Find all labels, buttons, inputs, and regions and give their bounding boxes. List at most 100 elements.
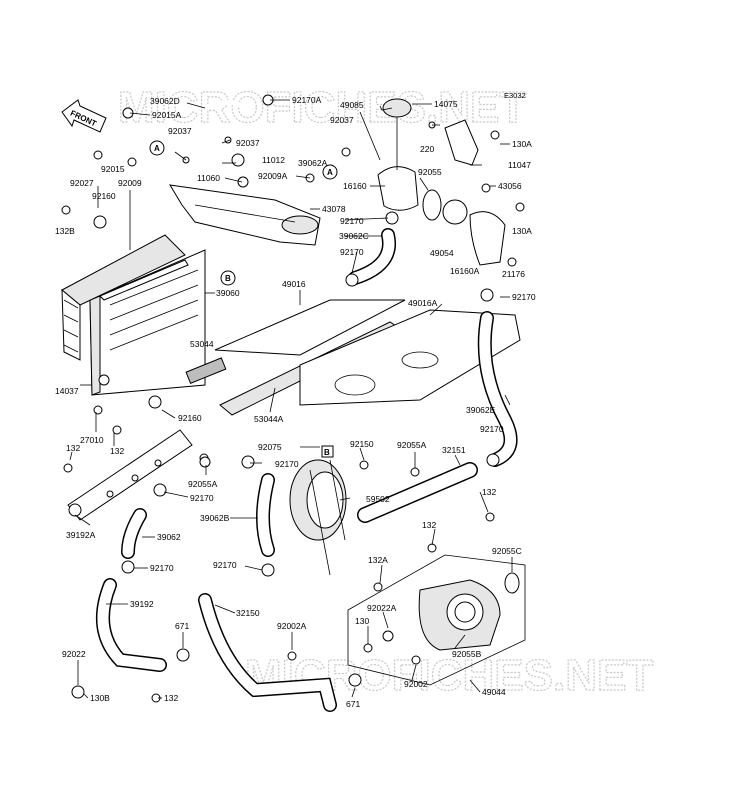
label-92022a: 92022A: [367, 603, 397, 613]
pipe-32151: [358, 463, 477, 522]
label-92160-a: 92160: [92, 191, 116, 201]
pipe-32150: [199, 594, 336, 711]
fitting-39192a: [67, 429, 193, 521]
label-92170a: 92170A: [292, 95, 322, 105]
plate-49016: [214, 299, 406, 356]
label-220: 220: [420, 144, 434, 154]
label-14037: 14037: [55, 386, 79, 396]
thermostat-cover: [442, 199, 506, 266]
label-130a-1: 130A: [512, 139, 532, 149]
label-92015a: 92015A: [152, 110, 182, 120]
label-671-2: 671: [346, 699, 360, 709]
label-132-3: 132: [482, 487, 496, 497]
reservoir-tank: [169, 184, 321, 246]
hose-39062: [122, 509, 146, 558]
svg-text:A: A: [327, 168, 333, 177]
label-132-4: 132: [422, 520, 436, 530]
hose-39062e: [479, 312, 517, 466]
label-92055a-1: 92055A: [397, 440, 427, 450]
label-16160: 16160: [343, 181, 367, 191]
ref-mark-b-2: B: [321, 445, 334, 458]
label-132-1: 132: [66, 443, 80, 453]
label-92037-b: 92037: [330, 115, 354, 125]
label-39060: 39060: [216, 288, 240, 298]
ref-mark-a: A: [149, 140, 165, 156]
label-49044: 49044: [482, 687, 506, 697]
plate-49016a: [299, 309, 521, 406]
radiator: [89, 249, 206, 396]
label-92055: 92055: [418, 167, 442, 177]
thermostat-housing: [377, 98, 419, 211]
label-39192: 39192: [130, 599, 154, 609]
ref-mark-a-2: A: [322, 164, 338, 180]
label-39062c: 39062C: [339, 231, 369, 241]
label-92170-e: 92170: [275, 459, 299, 469]
clamps-and-bolts: [61, 94, 525, 703]
label-92055c: 92055C: [492, 546, 522, 556]
label-39062e: 39062E: [466, 405, 496, 415]
svg-text:B: B: [225, 274, 231, 283]
label-49016a: 49016A: [408, 298, 438, 308]
label-43078: 43078: [322, 204, 346, 214]
label-92055a-2: 92055A: [188, 479, 218, 489]
label-21176: 21176: [502, 269, 525, 279]
label-132b: 132B: [55, 226, 75, 236]
label-130: 130: [355, 616, 369, 626]
label-92022: 92022: [62, 649, 86, 659]
label-39062: 39062: [157, 532, 181, 542]
label-16160a: 16160A: [450, 266, 480, 276]
label-53044: 53044: [190, 339, 214, 349]
label-132-5: 132: [164, 693, 178, 703]
label-132-2: 132: [110, 446, 124, 456]
pump-group-outline: [347, 554, 526, 686]
diagram-code: E3032: [504, 91, 526, 100]
water-pump: [418, 579, 501, 651]
label-43056: 43056: [498, 181, 522, 191]
hose-39062b: [257, 474, 274, 556]
label-92037-a: 92037: [168, 126, 192, 136]
label-92009: 92009: [118, 178, 142, 188]
label-671-1: 671: [175, 621, 189, 631]
label-49085: 49085: [340, 100, 364, 110]
part-labels: 39062D 92170A 92015A 49085 14075 92037 9…: [55, 95, 536, 709]
label-92055b: 92055B: [452, 649, 482, 659]
label-92015: 92015: [101, 164, 125, 174]
o-ring-92055: [422, 189, 442, 221]
label-92160-b: 92160: [178, 413, 202, 423]
label-92075: 92075: [258, 442, 282, 452]
label-92027: 92027: [70, 178, 94, 188]
label-92009a: 92009A: [258, 171, 288, 181]
radiator-screen: [61, 234, 186, 361]
ref-mark-b: B: [220, 270, 236, 286]
svg-text:A: A: [154, 144, 160, 153]
front-arrow-icon: FRONT: [61, 99, 107, 133]
label-92170-f: 92170: [190, 493, 214, 503]
label-59502: 59502: [366, 494, 390, 504]
label-49016: 49016: [282, 279, 306, 289]
label-92002a: 92002A: [277, 621, 307, 631]
label-132a: 132A: [368, 555, 388, 565]
o-ring-92055c: [504, 572, 520, 594]
pipe-39192: [97, 579, 166, 671]
label-39062b: 39062B: [200, 513, 230, 523]
label-53044a: 53044A: [254, 414, 284, 424]
label-32150: 32150: [236, 608, 260, 618]
label-130b: 130B: [90, 693, 110, 703]
label-92170-b: 92170: [340, 247, 364, 257]
label-92170-a: 92170: [340, 216, 364, 226]
cooling-fan: [289, 459, 347, 576]
label-92150: 92150: [350, 439, 374, 449]
label-11060: 11060: [197, 173, 220, 183]
label-11047: 11047: [508, 160, 531, 170]
label-92002: 92002: [404, 679, 428, 689]
svg-text:B: B: [324, 448, 330, 457]
label-92170-c: 92170: [512, 292, 536, 302]
label-92170-d: 92170: [480, 424, 504, 434]
label-92170-g: 92170: [150, 563, 174, 573]
bracket-11047: [444, 119, 479, 166]
label-14075: 14075: [434, 99, 458, 109]
leader-lines: [69, 99, 513, 699]
label-92170-h: 92170: [213, 560, 237, 570]
hose-39062c: [349, 229, 395, 284]
